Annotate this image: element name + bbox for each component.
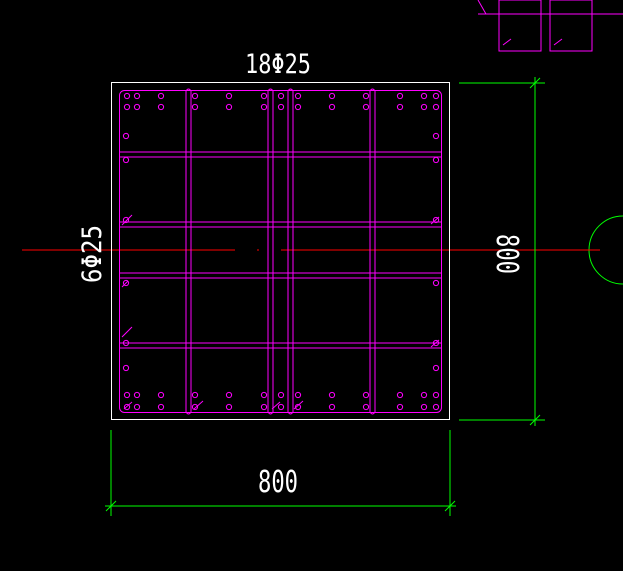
rebar-layout xyxy=(119,88,442,415)
longitudinal-bar xyxy=(123,103,131,111)
longitudinal-bar xyxy=(294,403,302,411)
longitudinal-bar xyxy=(420,403,428,411)
longitudinal-bar xyxy=(432,279,440,287)
tie-hook xyxy=(185,411,192,415)
longitudinal-bar xyxy=(225,92,233,100)
tie-hook xyxy=(267,411,274,415)
longitudinal-bar xyxy=(294,103,302,111)
longitudinal-bar xyxy=(432,103,440,111)
longitudinal-bar xyxy=(396,92,404,100)
longitudinal-bar xyxy=(432,132,440,140)
longitudinal-bar xyxy=(420,103,428,111)
longitudinal-bar xyxy=(420,92,428,100)
longitudinal-bar xyxy=(420,391,428,399)
longitudinal-bar xyxy=(225,391,233,399)
longitudinal-bar xyxy=(328,92,336,100)
longitudinal-bar xyxy=(362,403,370,411)
longitudinal-bar xyxy=(123,403,131,411)
longitudinal-bar xyxy=(432,364,440,372)
tie-hook xyxy=(287,411,294,415)
longitudinal-bar xyxy=(362,92,370,100)
longitudinal-bar xyxy=(396,391,404,399)
longitudinal-bar xyxy=(432,391,440,399)
longitudinal-bar xyxy=(191,391,199,399)
longitudinal-bar xyxy=(328,103,336,111)
longitudinal-bar xyxy=(432,216,440,224)
longitudinal-bar xyxy=(123,92,131,100)
width-dimension-text: 800 xyxy=(258,465,298,500)
longitudinal-bar xyxy=(277,391,285,399)
longitudinal-bar xyxy=(157,391,165,399)
longitudinal-bar xyxy=(191,103,199,111)
longitudinal-bar xyxy=(225,403,233,411)
longitudinal-bar xyxy=(122,279,130,287)
longitudinal-bar xyxy=(362,103,370,111)
longitudinal-bar xyxy=(432,403,440,411)
height-dimension-text: 800 xyxy=(489,234,524,274)
longitudinal-bar xyxy=(123,391,131,399)
longitudinal-bar xyxy=(133,391,141,399)
longitudinal-bar xyxy=(277,92,285,100)
longitudinal-bar xyxy=(122,216,130,224)
longitudinal-bar xyxy=(133,92,141,100)
longitudinal-bar xyxy=(191,92,199,100)
longitudinal-bar xyxy=(260,92,268,100)
longitudinal-bar xyxy=(225,103,233,111)
longitudinal-bar xyxy=(122,156,130,164)
longitudinal-bar xyxy=(122,132,130,140)
longitudinal-bar xyxy=(260,391,268,399)
longitudinal-bar xyxy=(157,403,165,411)
longitudinal-bar xyxy=(277,403,285,411)
longitudinal-bar xyxy=(432,339,440,347)
longitudinal-bar xyxy=(260,103,268,111)
horizontal-dimension xyxy=(105,430,456,516)
tie-hook xyxy=(193,400,204,410)
top-rebar-label: 18Φ25 xyxy=(245,49,311,80)
longitudinal-bar xyxy=(260,403,268,411)
tie-hook xyxy=(121,214,133,226)
longitudinal-bar xyxy=(277,103,285,111)
outer-stirrup xyxy=(119,90,442,413)
adjacent-detail-fragment xyxy=(477,0,623,52)
longitudinal-bar xyxy=(362,391,370,399)
longitudinal-bar xyxy=(133,403,141,411)
longitudinal-bar xyxy=(157,92,165,100)
vertical-dimension xyxy=(459,77,545,426)
longitudinal-bar xyxy=(122,364,130,372)
column-outline xyxy=(111,82,450,420)
tie-hook xyxy=(369,411,376,415)
longitudinal-bar xyxy=(432,156,440,164)
longitudinal-bar xyxy=(328,391,336,399)
longitudinal-bar xyxy=(396,103,404,111)
tie-hook xyxy=(369,88,376,92)
longitudinal-bar xyxy=(294,92,302,100)
tie-hook xyxy=(121,280,129,288)
tie-hook xyxy=(121,326,133,338)
tie-hook xyxy=(185,88,192,92)
longitudinal-bar xyxy=(157,103,165,111)
longitudinal-bar xyxy=(396,403,404,411)
longitudinal-bar xyxy=(191,403,199,411)
longitudinal-bar xyxy=(432,92,440,100)
longitudinal-bar xyxy=(133,103,141,111)
tie-hook xyxy=(287,88,294,92)
longitudinal-bar xyxy=(294,391,302,399)
tie-hook xyxy=(123,401,133,410)
longitudinal-bar xyxy=(122,339,130,347)
tie-hook xyxy=(267,88,274,92)
longitudinal-bar xyxy=(328,403,336,411)
side-rebar-label: 6Φ25 xyxy=(77,225,108,283)
tie-hook xyxy=(271,401,281,410)
